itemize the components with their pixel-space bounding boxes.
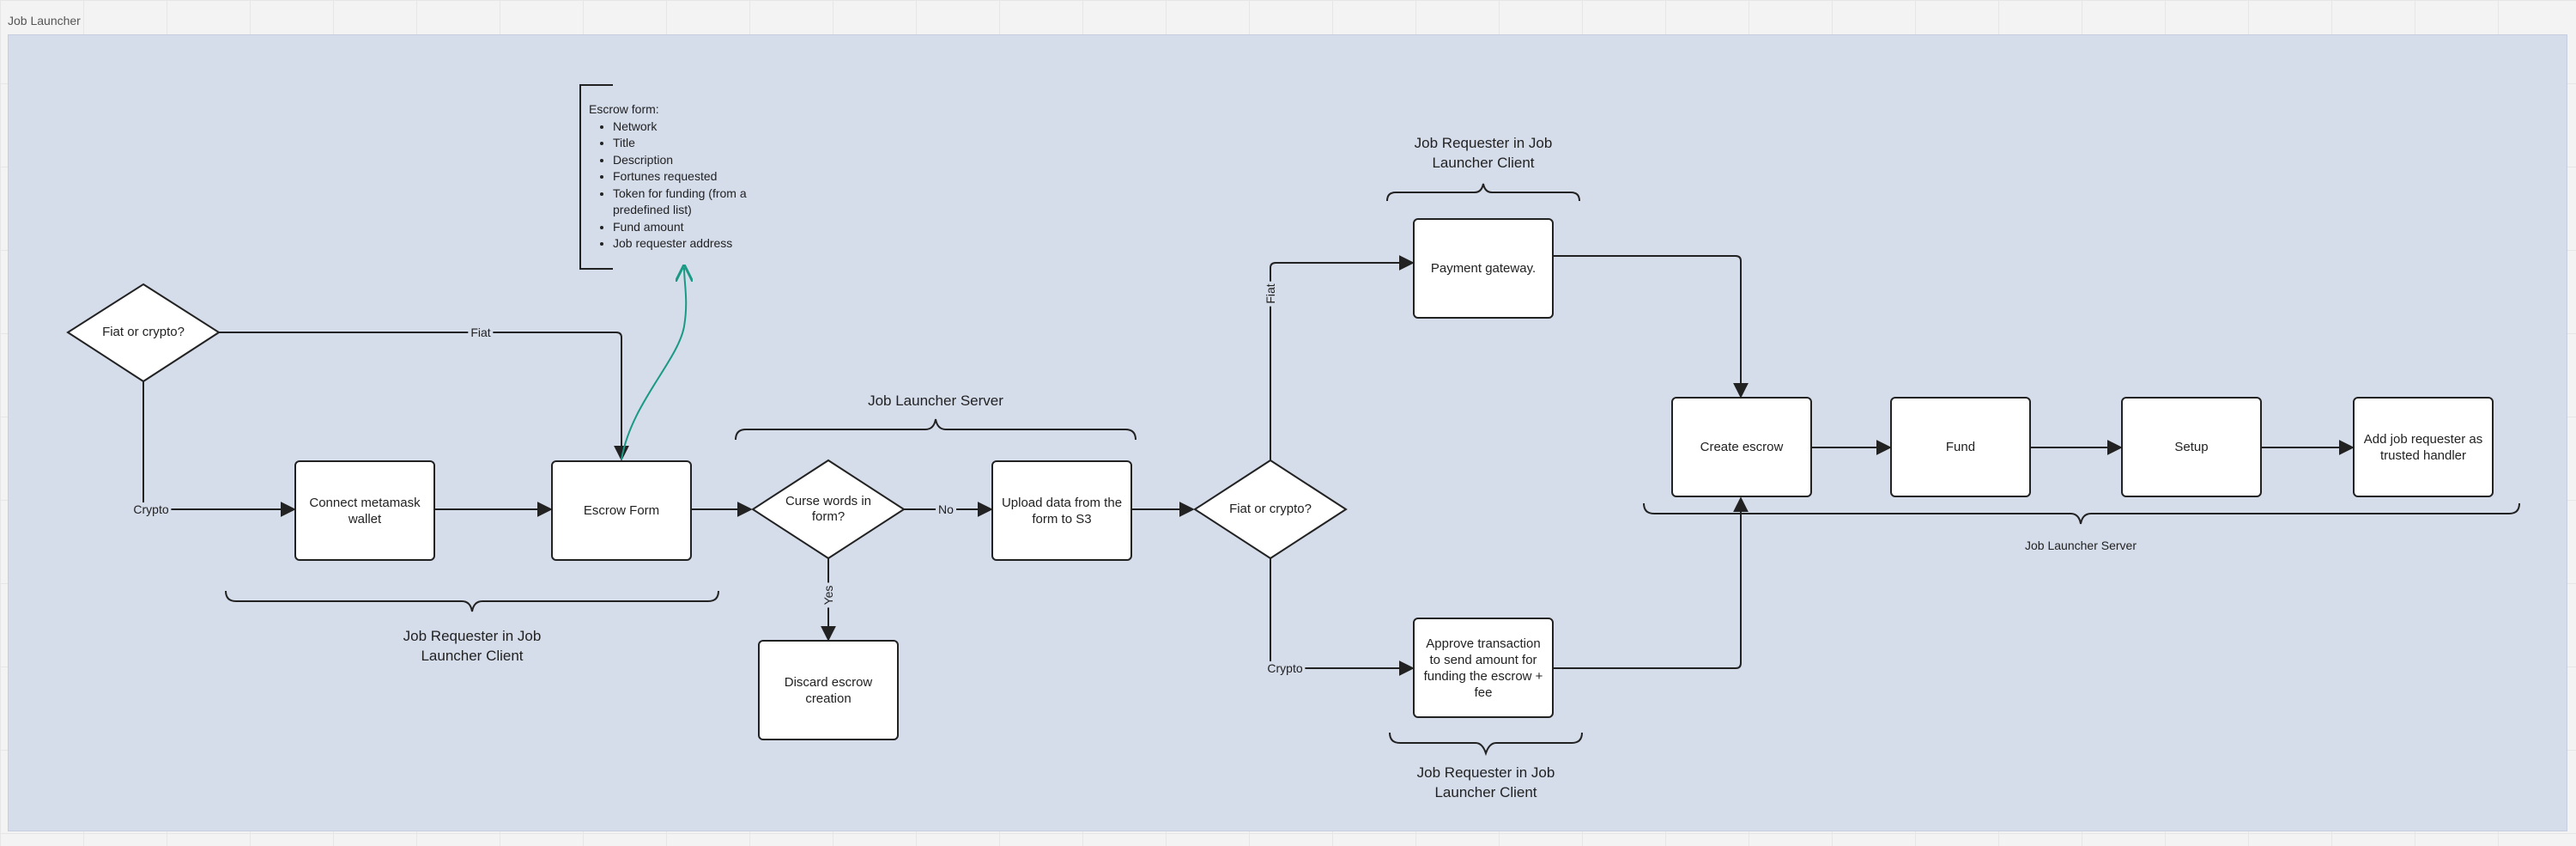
- edge-label-fiat-right: Fiat: [1264, 281, 1277, 307]
- group-label-client-bottom: Job Requester in Job Launcher Client: [1416, 764, 1555, 800]
- note-list: Network Title Description Fortunes reque…: [589, 119, 767, 253]
- group-label-client-left: Job Requester in Job Launcher Client: [403, 628, 542, 664]
- note-link-arrow: [621, 268, 686, 460]
- brace-client-left: [225, 590, 719, 612]
- approve-transaction-node[interactable]: Approve transaction to send amount for f…: [1413, 618, 1554, 718]
- connect-wallet-node[interactable]: Connect metamask wallet: [294, 460, 435, 561]
- group-label-client-top: Job Requester in Job Launcher Client: [1414, 135, 1553, 171]
- note-item: Fortunes requested: [613, 168, 767, 186]
- setup-node[interactable]: Setup: [2121, 397, 2262, 497]
- frame-title: Job Launcher: [8, 14, 81, 27]
- brace-client-top: [1386, 183, 1580, 202]
- edge-label-crypto-right: Crypto: [1264, 661, 1306, 675]
- payment-gateway-node[interactable]: Payment gateway.: [1413, 218, 1554, 319]
- edge-label-crypto-left: Crypto: [130, 502, 172, 516]
- create-escrow-node[interactable]: Create escrow: [1671, 397, 1812, 497]
- fund-node[interactable]: Fund: [1890, 397, 2031, 497]
- discard-node[interactable]: Discard escrow creation: [758, 640, 899, 740]
- escrow-form-node[interactable]: Escrow Form: [551, 460, 692, 561]
- upload-s3-node[interactable]: Upload data from the form to S3: [991, 460, 1132, 561]
- edge-crypto-left: [142, 381, 296, 517]
- edge-payment-create: [1554, 255, 1749, 399]
- edge-crypto-right: [1270, 558, 1415, 676]
- decision-payment-label: Fiat or crypto?: [1229, 502, 1312, 516]
- edge-fiat-right: [1270, 255, 1415, 460]
- group-label-server-middle: Job Launcher Server: [868, 393, 1003, 409]
- decision-start-label: Fiat or crypto?: [102, 325, 185, 339]
- edge-label-fiat-top: Fiat: [468, 326, 494, 339]
- note-item: Fund amount: [613, 219, 767, 236]
- edge-fiat-top: [219, 332, 629, 461]
- note-item: Token for funding (from a predefined lis…: [613, 186, 767, 219]
- group-label-server-right: Job Launcher Server: [2025, 539, 2137, 552]
- escrow-form-note: Escrow form: Network Title Description F…: [589, 101, 767, 253]
- brace-client-bottom: [1389, 732, 1583, 757]
- note-item: Title: [613, 135, 767, 152]
- note-item: Description: [613, 152, 767, 169]
- note-title: Escrow form:: [589, 102, 659, 116]
- add-requester-node[interactable]: Add job requester as trusted handler: [2353, 397, 2494, 497]
- edge-label-no: No: [936, 502, 956, 516]
- note-item: Network: [613, 119, 767, 136]
- brace-server-right: [1643, 502, 2520, 525]
- note-bracket: [579, 84, 613, 270]
- edge-approve-create: [1554, 496, 1749, 669]
- note-item: Job requester address: [613, 235, 767, 253]
- curse-words-label: Curse words in form?: [785, 494, 872, 524]
- edge-label-yes: Yes: [821, 582, 835, 608]
- brace-server-middle: [735, 418, 1136, 441]
